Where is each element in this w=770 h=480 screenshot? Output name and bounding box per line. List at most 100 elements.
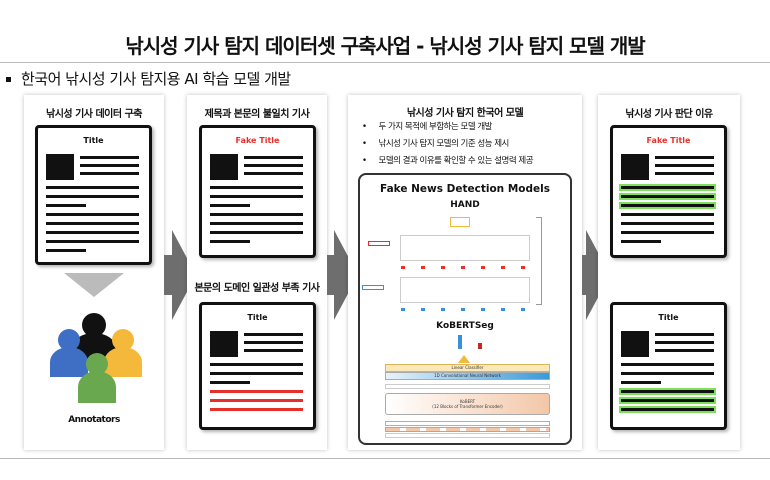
text-line	[244, 156, 303, 159]
panel-mismatch: 제목과 본문의 불일치 기사 Fake Title 본문의 도메인 일관성 부족…	[187, 95, 327, 450]
text-line	[655, 156, 714, 159]
text-line	[210, 213, 303, 216]
down-arrow-icon	[64, 273, 124, 297]
token-row	[385, 384, 550, 389]
page-title: 낚시성 기사 탐지 데이터셋 구축사업 - 낚시성 기사 탐지 모델 개발	[125, 34, 645, 58]
text-line	[210, 381, 250, 384]
doc-title: Fake Title	[646, 136, 691, 145]
annotators-label: Annotators	[68, 415, 120, 425]
text-line	[244, 164, 303, 167]
bottom-divider	[0, 458, 770, 459]
text-line	[244, 341, 303, 344]
text-line	[210, 408, 303, 411]
output-bar-icon	[458, 335, 462, 349]
image-placeholder-icon	[621, 331, 649, 357]
inconsistent-document: Title	[199, 302, 316, 430]
doc-title: Title	[83, 136, 104, 145]
text-line	[655, 333, 714, 336]
divider	[0, 62, 770, 63]
output-bar-icon	[478, 343, 482, 349]
doc-title: Fake Title	[235, 136, 280, 145]
kobertseg-label: KoBERTSeg	[436, 321, 494, 331]
text-line	[244, 349, 303, 352]
text-line	[621, 381, 661, 384]
text-line	[210, 372, 303, 375]
panel-heading: 낚시성 기사 데이터 구축	[46, 109, 142, 120]
embedding-row	[385, 421, 550, 426]
text-line	[621, 186, 714, 189]
text-line	[244, 172, 303, 175]
image-placeholder-icon	[46, 154, 74, 180]
text-line	[46, 231, 139, 234]
points-list: 두 가지 목적에 부합하는 모델 개발 낚시성 기사 탐지 모델의 기준 성능 …	[362, 119, 534, 170]
text-line	[210, 195, 303, 198]
text-line	[80, 164, 139, 167]
text-line	[621, 222, 714, 225]
text-line	[210, 399, 303, 402]
text-line	[621, 399, 714, 402]
flow-arrow-body	[582, 255, 588, 295]
subtitle-text: 한국어 낚시성 기사 탐지용 AI 학습 모델 개발	[21, 70, 291, 88]
text-line	[46, 222, 139, 225]
text-line	[46, 249, 86, 252]
models-figure: Fake News Detection Models HAND KoBERTSe…	[358, 173, 572, 445]
text-line	[621, 372, 714, 375]
panel-heading: 낚시성 기사 판단 이유	[625, 109, 713, 120]
hand-label: HAND	[450, 200, 480, 210]
text-line	[244, 333, 303, 336]
text-line	[210, 390, 303, 393]
image-placeholder-icon	[210, 331, 238, 357]
text-line	[46, 204, 86, 207]
image-placeholder-icon	[621, 154, 649, 180]
text-line	[621, 195, 714, 198]
panel-data-construction: 낚시성 기사 데이터 구축 Title Annotators	[24, 95, 164, 450]
point-item: 두 가지 목적에 부합하는 모델 개발	[362, 119, 533, 136]
flow-arrow-body	[327, 255, 337, 295]
bullet-icon	[6, 77, 11, 82]
text-line	[46, 186, 139, 189]
text-line	[210, 204, 250, 207]
text-line	[80, 172, 139, 175]
subtitle: 한국어 낚시성 기사 탐지용 AI 학습 모델 개발	[6, 68, 291, 89]
doc-title: Title	[247, 313, 268, 322]
panel-models: 낚시성 기사 탐지 한국어 모델 두 가지 목적에 부합하는 모델 개발 낚시성…	[348, 95, 582, 450]
doc-title: Title	[658, 313, 679, 322]
text-line	[655, 172, 714, 175]
point-item: 낚시성 기사 탐지 모델의 기준 성능 제시	[362, 136, 533, 153]
image-placeholder-icon	[210, 154, 238, 180]
text-line	[210, 222, 303, 225]
text-line	[621, 408, 714, 411]
cnn-block: 1D Convolutional Neural Network	[385, 372, 550, 380]
figure-title: Fake News Detection Models	[380, 183, 550, 195]
text-line	[46, 195, 139, 198]
panel-reasons: 낚시성 기사 판단 이유 Fake Title Title	[598, 95, 740, 450]
highlighted-document: Fake Title	[610, 125, 727, 258]
up-arrow-icon	[458, 355, 470, 363]
article-document: Title	[35, 125, 152, 265]
text-line	[210, 231, 303, 234]
fake-title-document: Fake Title	[199, 125, 316, 258]
text-line	[46, 213, 139, 216]
text-line	[210, 186, 303, 189]
panel-heading: 제목과 본문의 불일치 기사	[204, 109, 310, 120]
linear-classifier-block: Linear Classifier	[385, 364, 550, 372]
text-line	[210, 240, 250, 243]
text-line	[655, 164, 714, 167]
text-line	[655, 341, 714, 344]
kobert-block: KoBERT(12 Blocks of Transformer Encoder)	[385, 393, 550, 415]
embedding-row	[385, 427, 550, 432]
text-line	[80, 156, 139, 159]
highlighted-document: Title	[610, 302, 727, 430]
text-line	[621, 231, 714, 234]
text-line	[621, 213, 714, 216]
point-item: 모델의 결과 이유를 확인할 수 있는 설명력 제공	[362, 153, 534, 170]
text-line	[621, 363, 714, 366]
text-line	[655, 349, 714, 352]
text-line	[46, 240, 139, 243]
panel-heading: 낚시성 기사 탐지 한국어 모델	[406, 108, 524, 119]
panel-heading-2: 본문의 도메인 일관성 부족 기사	[194, 283, 320, 294]
text-line	[621, 240, 661, 243]
text-line	[621, 204, 714, 207]
kobert-sublabel: (12 Blocks of Transformer Encoder)	[432, 404, 503, 409]
kobert-label: KoBERT	[459, 399, 476, 404]
